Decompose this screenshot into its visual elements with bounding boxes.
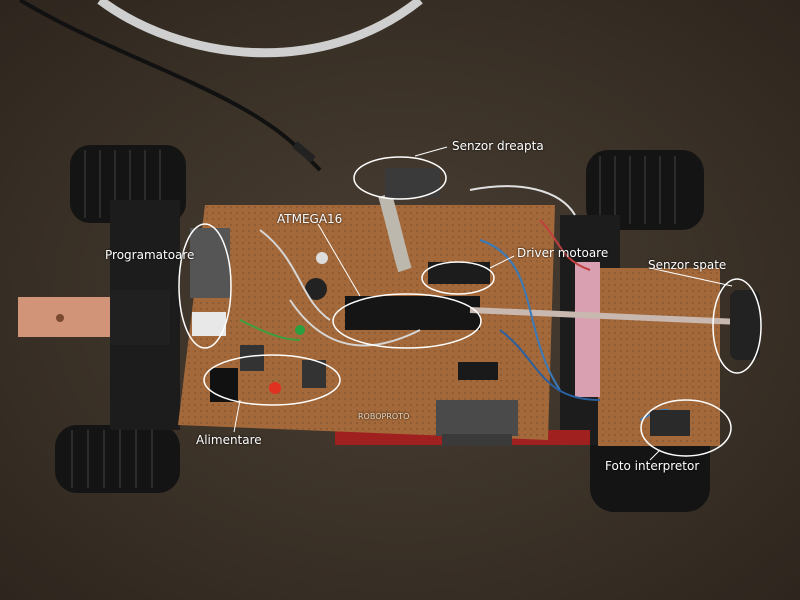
power-led	[269, 382, 281, 394]
board-marking: ROBOPROTO	[358, 412, 410, 421]
photo-interrupter	[650, 410, 690, 436]
ribbon-cable-rear	[469, 307, 741, 325]
annotation-ellipses	[178, 156, 762, 457]
ellipse-foto-interpretor	[640, 399, 732, 457]
db9-housing	[442, 434, 512, 446]
db9-connector	[436, 400, 518, 436]
label-alimentare: Alimentare	[196, 433, 262, 447]
wheel-rear-left	[55, 425, 180, 493]
bumper-bracket	[110, 290, 170, 345]
label-senzor-dreapta: Senzor dreapta	[452, 139, 544, 153]
pink-rail	[575, 262, 600, 397]
atmega16-chip	[345, 296, 480, 330]
grey-cable	[97, 0, 423, 58]
green-led	[295, 325, 305, 335]
ellipse-alimentare	[203, 354, 341, 406]
regulator-1	[240, 345, 264, 371]
regulator-2	[302, 360, 326, 388]
programmer-header	[192, 312, 226, 336]
ellipse-senzor-spate	[712, 278, 762, 374]
label-programatoare: Programatoare	[105, 248, 195, 262]
rear-distance-sensor	[730, 290, 760, 360]
label-atmega16: ATMEGA16	[277, 212, 343, 226]
bumper-screw	[56, 314, 64, 322]
ellipse-programatoare	[178, 223, 232, 349]
label-senzor-spate: Senzor spate	[648, 258, 727, 272]
wires	[239, 185, 691, 431]
capacitor	[305, 278, 327, 300]
black-cable	[18, 0, 322, 172]
programmer-connector	[190, 228, 230, 298]
leader-lines	[233, 146, 733, 461]
ellipse-senzor-dreapta	[353, 156, 447, 200]
ellipse-atmega16	[332, 293, 482, 349]
motor-driver-chip	[428, 262, 490, 284]
label-driver-motoare: Driver motoare	[517, 246, 609, 260]
crystal	[316, 252, 328, 264]
audio-plug	[292, 141, 316, 163]
label-foto-interpretor: Foto interpretor	[605, 459, 700, 473]
small-chip	[458, 362, 498, 380]
ribbon-cable	[378, 193, 412, 273]
power-jack	[210, 368, 238, 402]
ellipse-driver-motoare	[421, 261, 495, 295]
